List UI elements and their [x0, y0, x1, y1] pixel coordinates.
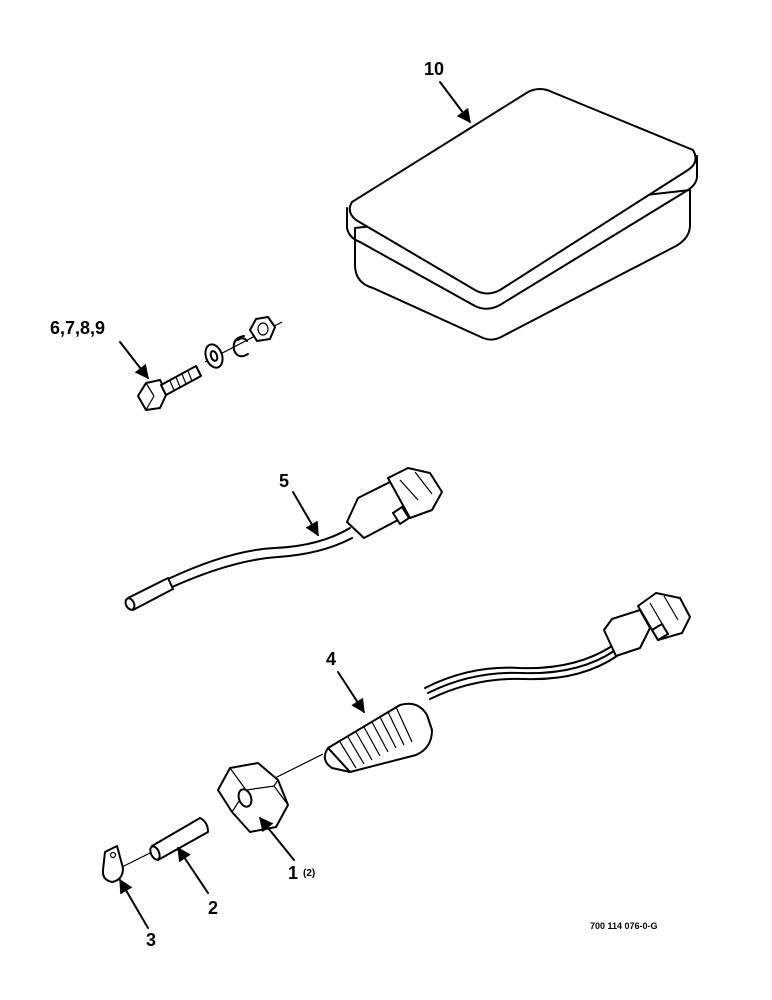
leader-arrow-2 [177, 846, 209, 894]
callout-4: 4 [326, 649, 336, 669]
storage-box-part [346, 88, 698, 341]
leader-arrow-10 [439, 81, 471, 124]
jam-nut-part [217, 762, 289, 833]
leader-arrow-3 [119, 878, 149, 929]
callout-2: 2 [208, 898, 218, 918]
sensor-cable-part [124, 467, 443, 611]
callout-3: 3 [146, 930, 156, 950]
callout-1-quantity: (2) [303, 868, 315, 879]
leader-arrow-6-9 [119, 341, 149, 380]
callout-5: 5 [279, 471, 289, 491]
sleeve-part [149, 817, 209, 861]
leader-arrow-5 [292, 491, 319, 537]
bolt-hardware-part [137, 316, 283, 411]
leader-arrow-1 [259, 816, 295, 861]
callout-10: 10 [424, 59, 444, 79]
callout-6-7-8-9: 6,7,8,9 [50, 318, 105, 338]
leader-arrow-4 [337, 671, 365, 714]
callout-1: 1 [288, 863, 298, 883]
clip-part [101, 845, 151, 883]
sensor-part [323, 592, 691, 773]
drawing-number: 700 114 076-0-G [590, 921, 658, 931]
